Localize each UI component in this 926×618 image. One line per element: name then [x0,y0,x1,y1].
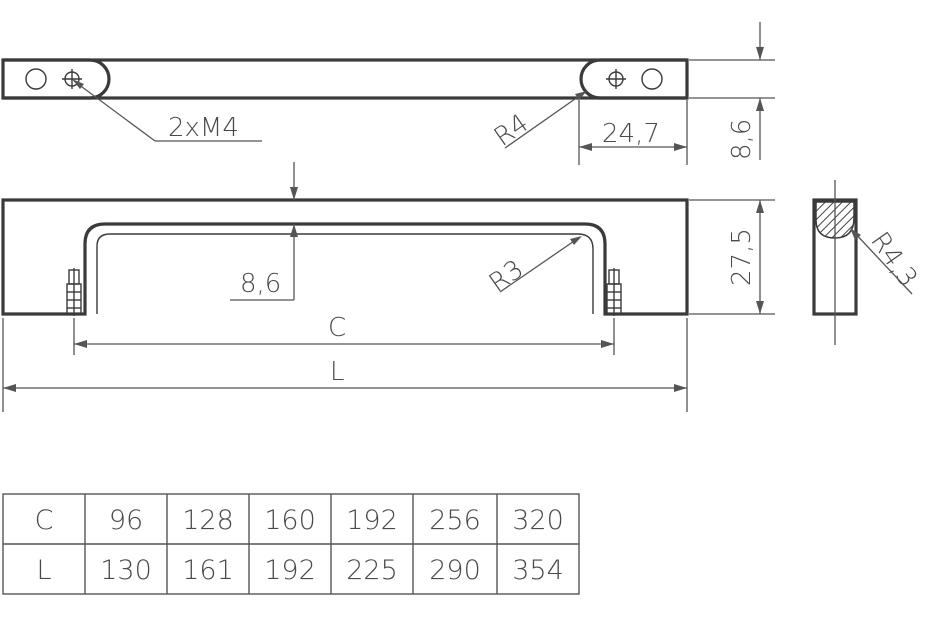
r-end-label: R4 [489,108,535,152]
table-head-c: C [35,505,54,536]
table-cell: 161 [182,555,234,586]
table-cell: 256 [429,505,481,536]
front-view-outline [1,198,689,316]
right-hole-circle [641,68,663,90]
table-head-l: L [36,555,51,586]
left-screw [66,268,82,316]
slot-length-label: 24,7 [602,119,660,149]
table-cell: 96 [109,505,143,536]
right-slot [579,58,687,100]
r-section-label: R4,3 [864,227,923,293]
front-view: 8,6 R3 27,5 C L [1,162,775,412]
table-cell: 128 [182,505,234,536]
inner-edge [96,233,594,314]
c-dim-label: C [328,313,346,343]
table-cell: 160 [264,505,316,536]
table-cell: 192 [346,505,398,536]
size-table: C 96 128 160 192 256 320 L 130 161 192 2… [2,493,580,595]
right-screw [606,268,622,316]
table-cell: 192 [264,555,316,586]
thread-label: 2xM4 [168,113,239,143]
top-thickness-label: 8,6 [727,119,757,160]
table-cell: 290 [429,555,481,586]
r-inner-label: R3 [484,254,530,298]
height-label: 27,5 [727,228,757,286]
left-hole-circle [25,68,47,90]
depth-label: 8,6 [240,269,281,299]
table-cell: 225 [346,555,398,586]
l-dim-label: L [330,357,345,387]
section-view: R4,3 [812,180,923,345]
top-view: 2xM4 R4 24,7 8,6 [1,22,775,165]
top-view-outline [1,58,689,100]
table-cell: 130 [100,555,152,586]
left-slot [3,58,111,100]
table-cell: 354 [512,555,564,586]
table-cell: 320 [512,505,564,536]
